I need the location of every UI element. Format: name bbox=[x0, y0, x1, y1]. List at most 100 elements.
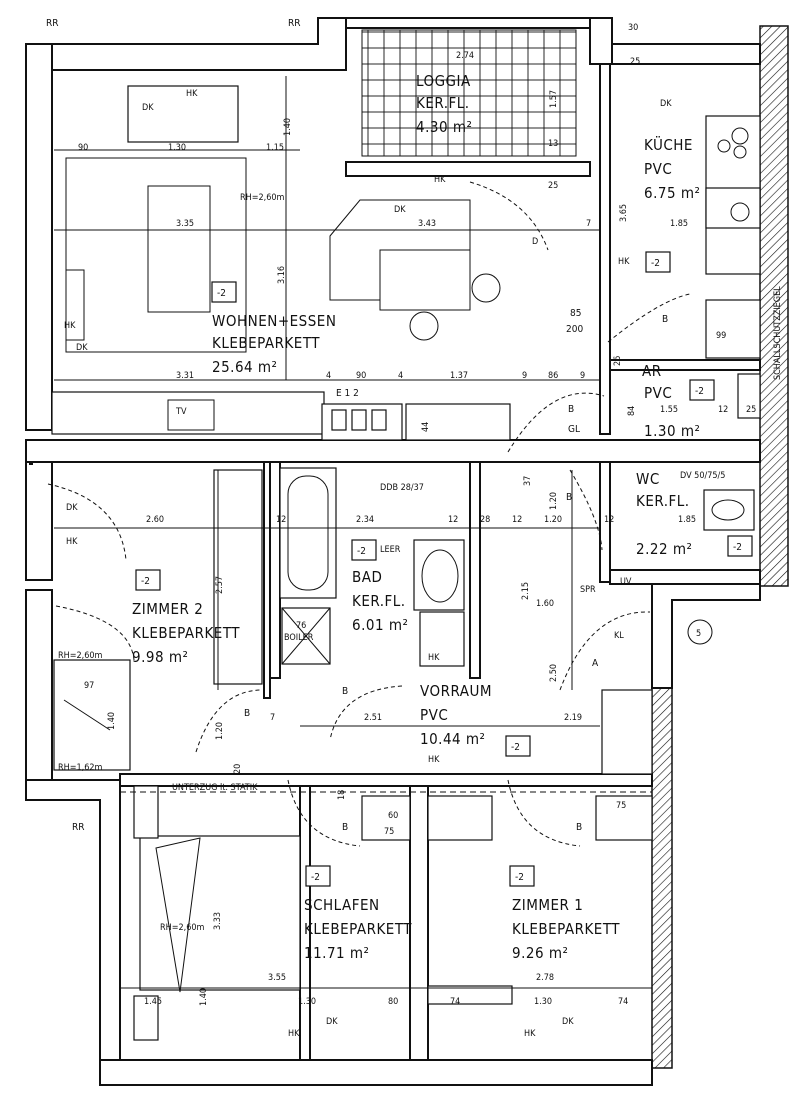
dimension: 74 bbox=[618, 997, 628, 1007]
dimension: 75 bbox=[616, 801, 626, 811]
level-tags bbox=[135, 251, 753, 887]
door-a: A bbox=[592, 658, 599, 669]
door-b: B bbox=[342, 822, 348, 833]
loggia-tile-floor bbox=[361, 29, 577, 157]
door-d: D bbox=[532, 237, 538, 247]
room-bad: BAD KER.FL. 6.01 m² bbox=[352, 568, 408, 634]
dimension: 1.60 bbox=[536, 599, 554, 609]
dimension-lines bbox=[54, 76, 652, 989]
dk-label: DK bbox=[66, 503, 78, 513]
room-name: SCHLAFEN bbox=[304, 896, 380, 914]
hk-label: HK bbox=[288, 1029, 300, 1039]
dk-label: DK bbox=[562, 1017, 574, 1027]
room-zimmer2: ZIMMER 2 KLEBEPARKETT 9.98 m² bbox=[132, 600, 240, 666]
room-zimmer1: ZIMMER 1 KLEBEPARKETT 9.26 m² bbox=[512, 896, 620, 962]
dimension: 37 bbox=[523, 476, 533, 486]
dimension: 18 bbox=[337, 790, 347, 800]
dimension: 26 bbox=[613, 356, 623, 366]
room-vorraum: VORRAUM PVC 10.44 m² bbox=[420, 682, 491, 748]
dimension: 9 bbox=[580, 371, 585, 381]
dimension: 2.57 bbox=[215, 576, 225, 594]
dk-label: DK bbox=[326, 1017, 338, 1027]
room-floor: PVC bbox=[420, 706, 448, 724]
dimension: 1.85 bbox=[670, 219, 688, 229]
gl-label: GL bbox=[568, 424, 580, 435]
dimension: 2.74 bbox=[456, 51, 474, 61]
room-floor: KLEBEPARKETT bbox=[212, 334, 320, 352]
schallschutz-label: SCHALLSCHUTZZIEGEL bbox=[773, 286, 783, 380]
room-schlafen: SCHLAFEN KLEBEPARKETT 11.71 m² bbox=[304, 896, 412, 962]
dimensions: 2.74 1.57 13 30 25 25 90 1.30 1.15 1.40 … bbox=[78, 23, 756, 1007]
dimension: 44 bbox=[421, 422, 431, 432]
room-area: 10.44 m² bbox=[420, 730, 485, 748]
room-name: AR bbox=[642, 362, 662, 380]
dimension: 1.55 bbox=[660, 405, 678, 415]
room-floor: KLEBEPARKETT bbox=[132, 624, 240, 642]
dimension: 1.40 bbox=[107, 712, 117, 730]
dimension: 3.33 bbox=[213, 912, 223, 930]
room-floor: KLEBEPARKETT bbox=[304, 920, 412, 938]
hk-label: HK bbox=[66, 537, 78, 547]
room-wc: WC KER.FL. 2.22 m² bbox=[636, 470, 692, 558]
dimension: 1.40 bbox=[283, 118, 293, 136]
dimension: 2.51 bbox=[364, 713, 382, 723]
dimension: 28 bbox=[480, 515, 490, 525]
dimension: 30 bbox=[628, 23, 638, 33]
level-tag-zimmer1: -2 bbox=[515, 872, 524, 883]
dimension: 1.45 bbox=[144, 997, 162, 1007]
room-area: 1.30 m² bbox=[644, 422, 700, 440]
hk-label: HK bbox=[428, 755, 440, 765]
room-floor: PVC bbox=[644, 384, 672, 402]
dimension: 7 bbox=[270, 713, 275, 723]
room-area: 9.98 m² bbox=[132, 648, 188, 666]
level-tag-kueche: -2 bbox=[651, 258, 660, 269]
rh-label: RH=2,60m bbox=[240, 193, 285, 203]
leer-label: LEER bbox=[380, 545, 401, 555]
dimension: 1.30 bbox=[298, 997, 316, 1007]
dimension: 4 bbox=[326, 371, 331, 381]
hk-label: HK bbox=[434, 175, 446, 185]
level-tag-vorraum: -2 bbox=[511, 742, 520, 753]
dimension: 12 bbox=[604, 515, 614, 525]
loggia-wall bbox=[345, 17, 591, 29]
room-name: WC bbox=[636, 470, 660, 488]
dimension: 2.50 bbox=[549, 664, 559, 682]
schallschutz-wall bbox=[759, 25, 789, 587]
room-name: ZIMMER 2 bbox=[132, 600, 203, 618]
hk-label: HK bbox=[428, 653, 440, 663]
room-floor: KER.FL. bbox=[416, 94, 470, 112]
dimension: 60 bbox=[388, 811, 398, 821]
dv-label: DV 50/75/5 bbox=[680, 471, 725, 481]
hk-label: HK bbox=[64, 321, 76, 331]
uv-label: UV bbox=[620, 577, 632, 587]
door-b: B bbox=[342, 686, 348, 697]
dimension: 84 bbox=[627, 406, 637, 416]
dimension: 3.31 bbox=[176, 371, 194, 381]
dimension: 12 bbox=[276, 515, 286, 525]
dimension: 2.19 bbox=[564, 713, 582, 723]
dimension: 2.15 bbox=[521, 582, 531, 600]
room-area: 4.30 m² bbox=[416, 118, 472, 136]
dimension: 76 bbox=[296, 621, 306, 631]
room-area: 9.26 m² bbox=[512, 944, 568, 962]
door-b: B bbox=[244, 708, 250, 719]
level-tag-bad: -2 bbox=[357, 546, 366, 557]
room-floor: KER.FL. bbox=[636, 492, 690, 510]
dimension: 25 bbox=[630, 57, 640, 67]
level-tag-ar: -2 bbox=[695, 386, 704, 397]
dimension: 75 bbox=[384, 827, 394, 837]
rr-label: RR bbox=[72, 822, 85, 833]
room-name: WOHNEN+ESSEN bbox=[212, 312, 336, 330]
dimension: 86 bbox=[548, 371, 558, 381]
living-bottom-wall bbox=[25, 439, 761, 463]
door-b: B bbox=[576, 822, 582, 833]
dimension: 1.85 bbox=[678, 515, 696, 525]
furniture bbox=[51, 85, 761, 1041]
hk-label: HK bbox=[186, 89, 198, 99]
room-loggia: LOGGIA KER.FL. 4.30 m² bbox=[416, 72, 472, 136]
unterzug-label: UNTERZUG lt. STATIK bbox=[172, 783, 258, 793]
room-name: BAD bbox=[352, 568, 382, 586]
dimension: 3.55 bbox=[268, 973, 286, 983]
dimension: 90 bbox=[78, 143, 88, 153]
